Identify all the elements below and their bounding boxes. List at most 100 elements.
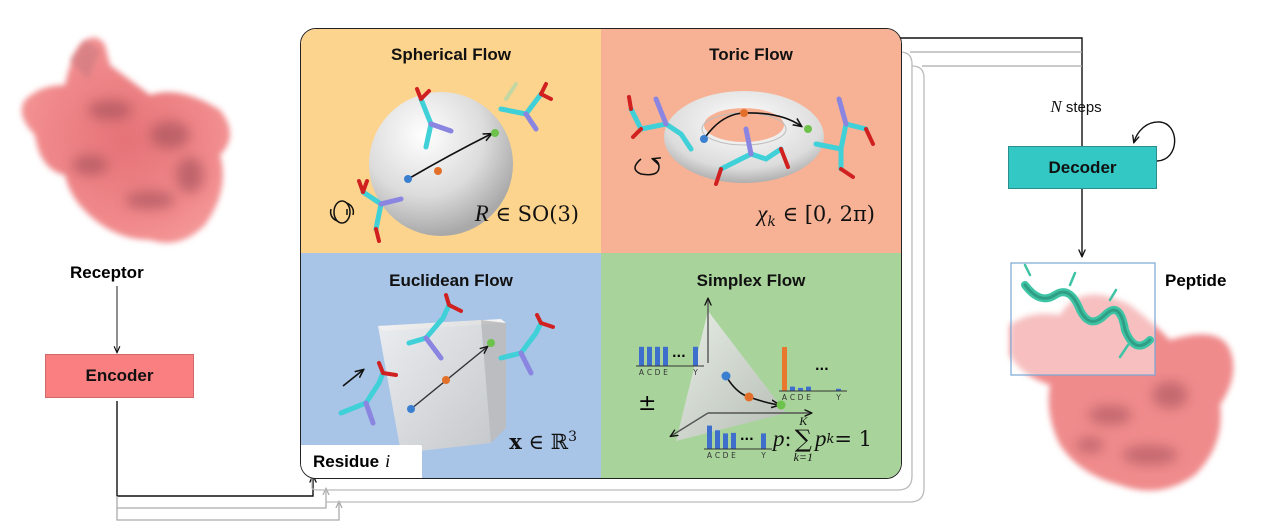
peptide-complex-image <box>1010 262 1234 491</box>
residue-stick-right <box>498 313 555 376</box>
spherical-math-label: R ∈ SO(3) <box>474 201 579 226</box>
trajectory-start-point <box>407 405 415 413</box>
translation-arrow-icon <box>342 370 363 387</box>
trajectory-mid-point <box>740 109 748 117</box>
histogram-tick-label: C <box>715 451 720 460</box>
encoder-to-flow-line-2 <box>116 489 326 509</box>
histogram-tick-label: C <box>790 393 795 402</box>
residue-stick-middle <box>714 126 790 186</box>
peptide-helix <box>1021 263 1154 359</box>
histogram-tick-label: A <box>782 393 788 402</box>
residue-label: Residue <box>313 451 380 471</box>
simplex-flow-title: Simplex Flow <box>696 271 806 290</box>
histogram-tick-label: C <box>647 368 652 377</box>
residue-stick-left <box>338 361 398 426</box>
residue-stick-right <box>813 96 875 179</box>
encoder-label: Encoder <box>85 366 154 385</box>
histogram-tick-label: E <box>663 368 668 377</box>
trajectory-end-point <box>776 400 786 410</box>
euclidean-flow-panel: Euclidean Flow <box>301 253 601 478</box>
encoder-to-flow-line <box>116 401 313 497</box>
residue-stick-end <box>498 82 553 132</box>
spherical-trajectory-arrow <box>407 134 491 180</box>
receptor-surface-image <box>21 37 230 243</box>
trajectory-start-point <box>700 135 708 143</box>
trajectory-end-point <box>804 125 812 133</box>
euclidean-math-label: x ∈ ℝ3 <box>509 429 577 454</box>
trajectory-end-point <box>491 129 499 137</box>
histogram-tick-label: D <box>798 393 804 402</box>
sphere-illustration <box>329 82 553 243</box>
residue-stick-center <box>406 293 463 361</box>
flow-matching-panel: Spherical Flow <box>300 28 902 479</box>
toric-flow-panel: Toric Flow <box>601 29 901 253</box>
histogram-bar <box>647 346 652 366</box>
euclidean-flow-title: Euclidean Flow <box>389 271 513 290</box>
histogram-tick-label: D <box>723 451 729 460</box>
decoder-label: Decoder <box>1048 157 1117 177</box>
residue-stick-left <box>627 95 694 152</box>
n-steps-loop-arrow <box>1134 121 1176 162</box>
trajectory-end-point <box>487 339 495 347</box>
plus-minus-symbol: ± <box>638 391 657 416</box>
sphere-shape <box>369 92 513 236</box>
toric-flow-title: Toric Flow <box>709 45 793 64</box>
residue-stick-start <box>357 179 404 243</box>
histogram-bar <box>806 386 811 391</box>
histogram-bar <box>836 388 841 391</box>
histogram-bar <box>790 386 795 391</box>
histogram-bar <box>693 346 698 366</box>
panel-shadow-frame-2 <box>325 65 925 503</box>
histogram-tick-label: E <box>806 393 811 402</box>
histogram-bar <box>798 387 803 391</box>
histogram-tick-label: Y <box>692 368 698 377</box>
cube-illustration <box>338 293 555 453</box>
histogram-ellipsis: ··· <box>672 349 686 363</box>
simplex-axis-left <box>671 412 709 436</box>
trajectory-mid-point <box>434 167 442 175</box>
toric-math-label: χk ∈ [0, 2π) <box>757 201 875 231</box>
histogram-bar <box>723 433 728 449</box>
residue-index-var: i <box>385 451 391 471</box>
histogram-tick-label: D <box>655 368 661 377</box>
peptide-label: Peptide <box>1165 271 1227 290</box>
histogram-ellipsis: ··· <box>815 362 829 376</box>
histogram-ellipsis: ··· <box>740 432 754 446</box>
histogram-bar <box>715 430 720 449</box>
torus-illustration <box>627 91 875 186</box>
trajectory-mid-point <box>442 376 450 384</box>
residue-label-box: Residue i <box>301 445 422 478</box>
histogram-tick-label: A <box>639 368 645 377</box>
decoder-box[interactable]: Decoder <box>1008 146 1157 189</box>
spherical-flow-panel: Spherical Flow <box>301 29 601 253</box>
n-steps-label: N steps <box>1050 97 1102 116</box>
simplex-triangle <box>676 311 786 441</box>
histogram-bar <box>731 432 736 449</box>
histogram-bar <box>663 346 668 366</box>
histogram-bar <box>782 347 787 391</box>
histogram-tick-label: E <box>731 451 736 460</box>
encoder-to-flow-line-3 <box>116 502 339 521</box>
cube-front-face <box>378 320 491 453</box>
trajectory-start-point <box>404 175 412 183</box>
histogram-tick-label: Y <box>835 393 841 402</box>
histogram-bar <box>655 346 660 366</box>
flow-to-decoder-line <box>898 37 1083 146</box>
encoder-box[interactable]: Encoder <box>45 354 194 398</box>
histogram-bar <box>761 433 766 449</box>
histogram-tick-label: A <box>707 451 713 460</box>
histogram-bar <box>639 346 644 366</box>
trajectory-start-point <box>721 371 731 381</box>
trajectory-mid-point <box>744 392 754 402</box>
receptor-label: Receptor <box>70 263 144 282</box>
histogram-bar <box>707 425 712 449</box>
histogram-tick-label: Y <box>760 451 766 460</box>
residue-stick-sphere <box>415 87 454 150</box>
